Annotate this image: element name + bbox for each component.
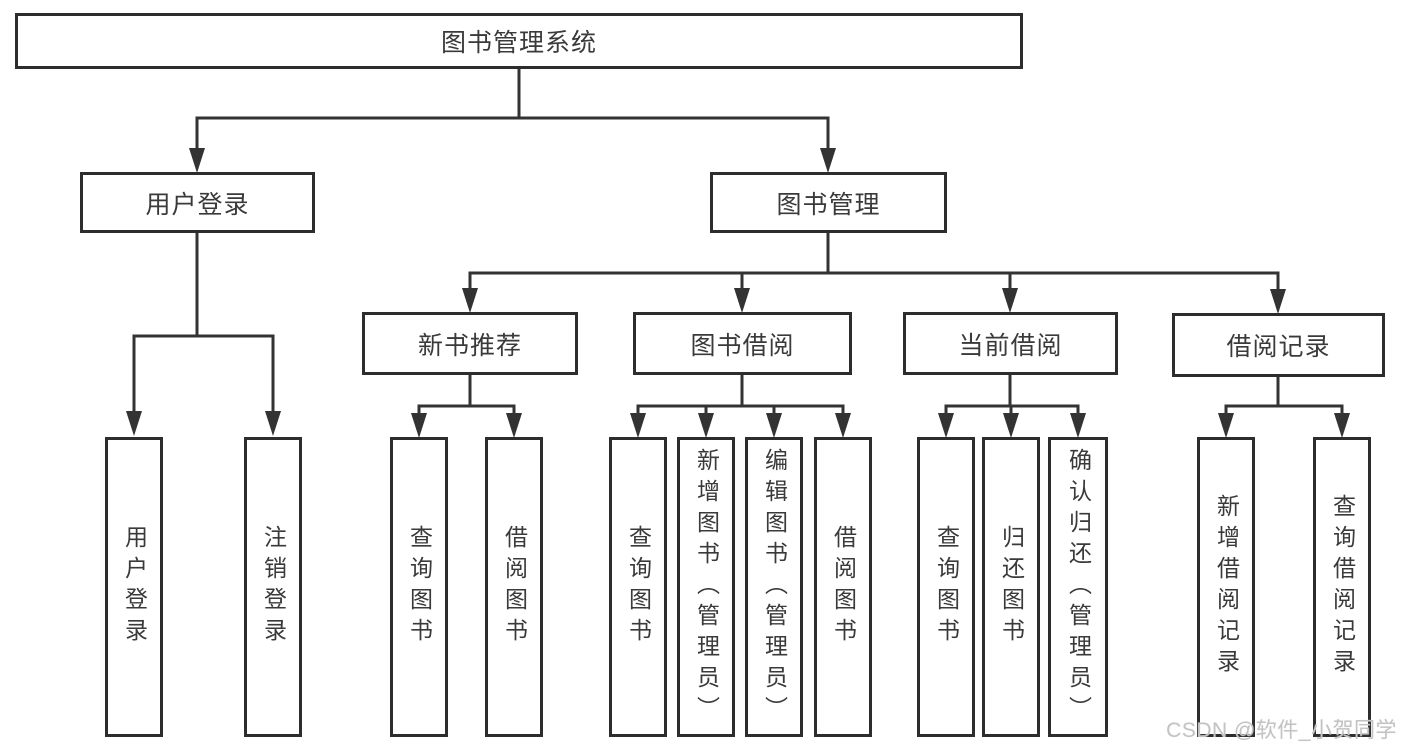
node-book-management: 图书管理 [710,172,947,233]
node-root: 图书管理系统 [15,13,1023,69]
leaf-label: 借阅图书 [830,525,857,649]
leaf-label: 编辑图书（管理员） [761,447,788,727]
leaf-label: 查询图书 [933,525,960,649]
leaf-query-current: 查询图书 [917,437,975,737]
leaf-label: 用户登录 [121,525,148,649]
node-new-book-recommend: 新书推荐 [362,312,578,375]
leaf-query-borrow-record: 查询借阅记录 [1313,437,1371,737]
leaf-borrow-book-recommend: 借阅图书 [485,437,543,737]
leaf-label: 借阅图书 [501,525,528,649]
csdn-watermark: CSDN @软件_小贺同学 [1166,719,1397,742]
leaf-confirm-return-admin: 确认归还（管理员） [1048,437,1108,737]
node-current-borrow: 当前借阅 [903,312,1118,375]
leaf-label: 查询借阅记录 [1329,494,1356,680]
node-user-login: 用户登录 [80,172,315,233]
leaf-label: 新增图书（管理员） [693,447,720,727]
leaf-label: 归还图书 [998,525,1025,649]
leaf-logout: 注销登录 [244,437,302,737]
node-book-borrow: 图书借阅 [633,312,852,375]
leaf-borrow-book: 借阅图书 [814,437,872,737]
leaf-label: 注销登录 [260,525,287,649]
leaf-label: 查询图书 [625,525,652,649]
leaf-add-borrow-record: 新增借阅记录 [1197,437,1255,737]
leaf-query-book: 查询图书 [609,437,667,737]
leaf-label: 确认归还（管理员） [1065,447,1092,727]
leaf-query-book-recommend: 查询图书 [390,437,448,737]
node-borrow-record: 借阅记录 [1172,313,1385,377]
leaf-add-book-admin: 新增图书（管理员） [677,437,735,737]
leaf-user-login: 用户登录 [105,437,163,737]
leaf-label: 查询图书 [406,525,433,649]
leaf-return-book: 归还图书 [982,437,1040,737]
leaf-label: 新增借阅记录 [1213,494,1240,680]
leaf-edit-book-admin: 编辑图书（管理员） [745,437,803,737]
